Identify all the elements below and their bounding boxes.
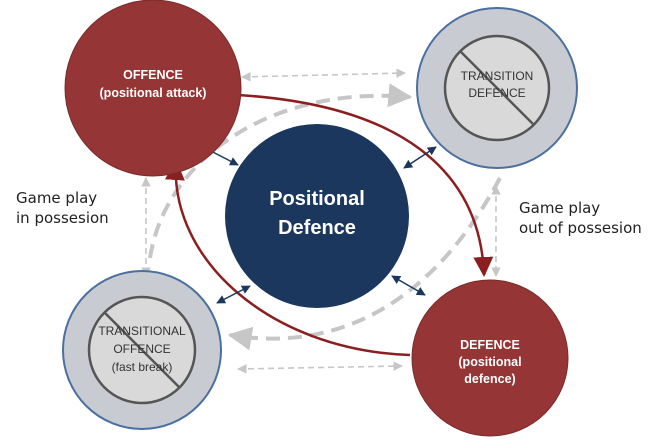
out-of-possession-label-line1: Game play bbox=[519, 199, 601, 217]
transitional-offence-note: (fast break) bbox=[112, 360, 173, 374]
transition-defence-subtitle: DEFENCE bbox=[468, 86, 525, 100]
positional-defence-title: Positional bbox=[269, 188, 365, 210]
navy-arrow-to-transition-defence bbox=[403, 146, 437, 169]
defence-title: DEFENCE bbox=[460, 338, 520, 352]
transition-defence-node: TRANSITION DEFENCE bbox=[416, 7, 578, 169]
in-possession-label-line1: Game play bbox=[16, 189, 98, 207]
defence-subtitle-line2: defence) bbox=[464, 372, 515, 386]
positional-defence-node: Positional Defence bbox=[225, 124, 409, 308]
transitional-offence-node: TRANSITIONAL OFFENCE (fast break) bbox=[62, 270, 222, 430]
offence-subtitle: (positional attack) bbox=[100, 86, 207, 100]
out-of-possession-label-line2: out of possesion bbox=[519, 219, 642, 237]
dashed-arrow-top bbox=[241, 68, 406, 82]
transitional-offence-title: TRANSITIONAL bbox=[98, 324, 186, 338]
transitional-offence-subtitle: OFFENCE bbox=[113, 342, 170, 356]
transition-defence-title: TRANSITION bbox=[461, 69, 534, 83]
defence-subtitle-line1: (positional bbox=[458, 355, 521, 369]
prohibited-sign-icon bbox=[443, 34, 551, 142]
dashed-arrow-bottom bbox=[237, 361, 403, 374]
in-possession-label: Game play in possesion bbox=[16, 188, 146, 228]
offence-title: OFFENCE bbox=[123, 68, 183, 82]
positional-defence-subtitle: Defence bbox=[278, 217, 356, 239]
prohibited-sign-icon bbox=[87, 295, 197, 405]
offence-node: OFFENCE (positional attack) bbox=[64, 0, 242, 177]
out-of-possession-label: Game play out of possesion bbox=[519, 198, 659, 238]
navy-arrow-to-defence bbox=[391, 275, 426, 296]
in-possession-label-line2: in possesion bbox=[16, 209, 109, 227]
navy-arrow-to-transitional-offence bbox=[216, 285, 251, 304]
defence-node: DEFENCE (positional defence) bbox=[411, 279, 569, 437]
